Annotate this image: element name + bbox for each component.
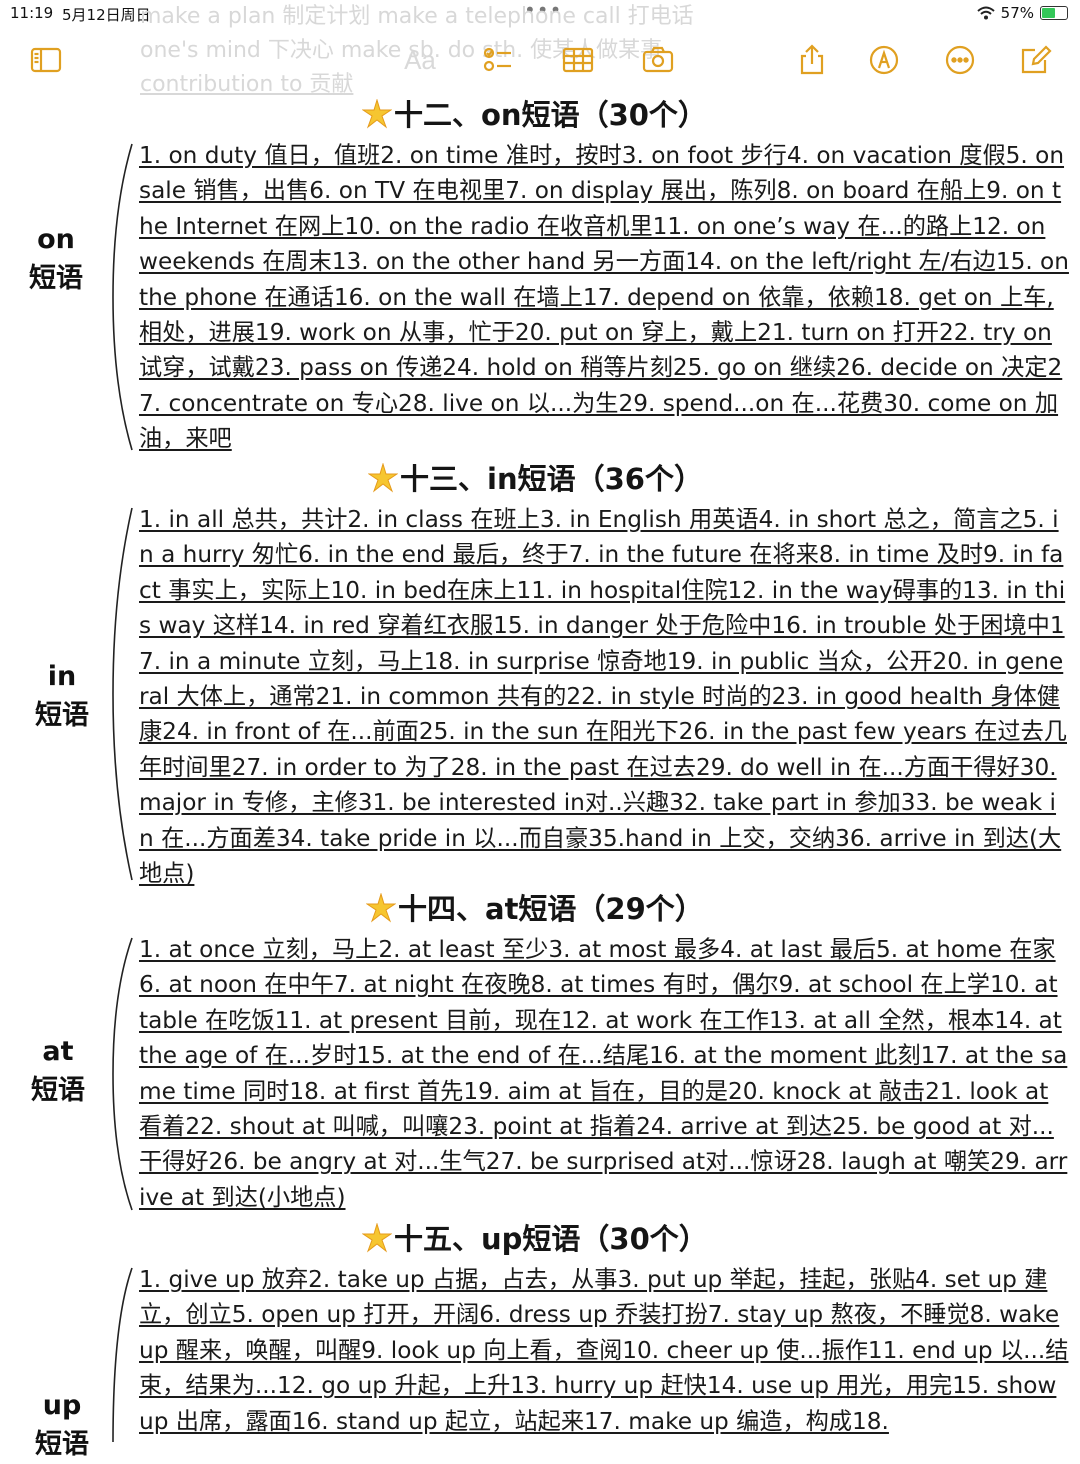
sparkle-star-icon xyxy=(368,463,398,493)
section-title: 十三、in短语（36个） xyxy=(0,456,1080,502)
section-up: 十五、up短语（30个） up 短语 1. give up 放弃2. take … xyxy=(0,1216,1080,1460)
multitasking-dots-icon[interactable]: ••• xyxy=(524,0,563,22)
node-label: in 短语 xyxy=(35,661,89,731)
table-button[interactable] xyxy=(558,40,598,80)
note-body[interactable]: 十二、on短语（30个） on 短语 1. on duty 值日，值班2. on… xyxy=(0,92,1080,1460)
node-label: up 短语 xyxy=(35,1390,89,1460)
status-right: 57% xyxy=(976,4,1068,22)
phrase-list[interactable]: 1. on duty 值日，值班2. on time 准时，按时3. on fo… xyxy=(139,142,1069,453)
section-title-text: 十五、up短语（30个） xyxy=(394,1222,708,1256)
share-button[interactable] xyxy=(792,40,832,80)
status-bar: 11:19 5月12日周日 ••• 57% xyxy=(0,0,1080,30)
section-in: 十三、in短语（36个） in 短语 1. in all 总共，共计2. in … xyxy=(0,456,1080,887)
brace-line xyxy=(112,143,133,451)
notes-toolbar: Aa xyxy=(0,40,1080,84)
status-time: 11:19 xyxy=(10,4,54,22)
sidebar-toggle-button[interactable] xyxy=(26,40,66,80)
checklist-button[interactable] xyxy=(478,40,518,80)
ellipsis-circle-icon xyxy=(945,45,975,75)
format-button[interactable]: Aa xyxy=(404,44,436,75)
battery-icon xyxy=(1040,6,1068,20)
sparkle-star-icon xyxy=(362,1223,392,1253)
compose-button[interactable] xyxy=(1016,40,1056,80)
battery-percent: 57% xyxy=(1000,4,1034,22)
section-title: 十五、up短语（30个） xyxy=(0,1216,1080,1262)
section-title-text: 十四、at短语（29个） xyxy=(398,892,704,926)
phrase-list[interactable]: 1. at once 立刻，马上2. at least 至少3. at most… xyxy=(139,936,1068,1211)
sparkle-star-icon xyxy=(366,893,396,923)
table-icon xyxy=(562,47,594,73)
node-label: at 短语 xyxy=(31,1036,85,1106)
pen-circle-icon xyxy=(869,45,899,75)
mindmap-branch: in 短语 1. in all 总共，共计2. in class 在班上3. i… xyxy=(0,502,1080,887)
sidebar-icon xyxy=(30,47,62,73)
compose-icon xyxy=(1021,45,1052,74)
section-title: 十二、on短语（30个） xyxy=(0,92,1080,138)
phrase-list[interactable]: 1. in all 总共，共计2. in class 在班上3. in Engl… xyxy=(139,506,1067,888)
phrase-list[interactable]: 1. give up 放弃2. take up 占据，占去，从事3. put u… xyxy=(139,1266,1069,1435)
checklist-icon xyxy=(483,47,511,72)
mindmap-node[interactable]: at 短语 xyxy=(18,1032,98,1110)
section-title-text: 十三、in短语（36个） xyxy=(400,462,703,496)
section-title: 十四、at短语（29个） xyxy=(0,886,1080,932)
wifi-icon xyxy=(976,6,995,20)
section-at: 十四、at短语（29个） at 短语 1. at once 立刻，马上2. at… xyxy=(0,886,1080,1216)
mindmap-node[interactable]: on 短语 xyxy=(16,220,96,298)
more-button[interactable] xyxy=(940,40,980,80)
camera-button[interactable] xyxy=(638,40,678,80)
share-icon xyxy=(800,44,824,75)
sparkle-star-icon xyxy=(362,99,392,129)
mindmap-node[interactable]: up 短语 xyxy=(22,1386,102,1464)
section-on: 十二、on短语（30个） on 短语 1. on duty 值日，值班2. on… xyxy=(0,92,1080,456)
mindmap-branch: at 短语 1. at once 立刻，马上2. at least 至少3. a… xyxy=(0,932,1080,1216)
mindmap-branch: up 短语 1. give up 放弃2. take up 占据，占去，从事3.… xyxy=(0,1262,1080,1460)
markup-button[interactable] xyxy=(864,40,904,80)
brace-line xyxy=(112,1267,133,1442)
camera-icon xyxy=(642,46,674,73)
mindmap-branch: on 短语 1. on duty 值日，值班2. on time 准时，按时3.… xyxy=(0,138,1080,456)
brace-line xyxy=(112,937,133,1211)
section-title-text: 十二、on短语（30个） xyxy=(394,98,707,132)
brace-line xyxy=(112,507,133,881)
node-label: on 短语 xyxy=(29,224,83,294)
status-date: 5月12日周日 xyxy=(62,6,151,24)
mindmap-node[interactable]: in 短语 xyxy=(22,657,102,735)
